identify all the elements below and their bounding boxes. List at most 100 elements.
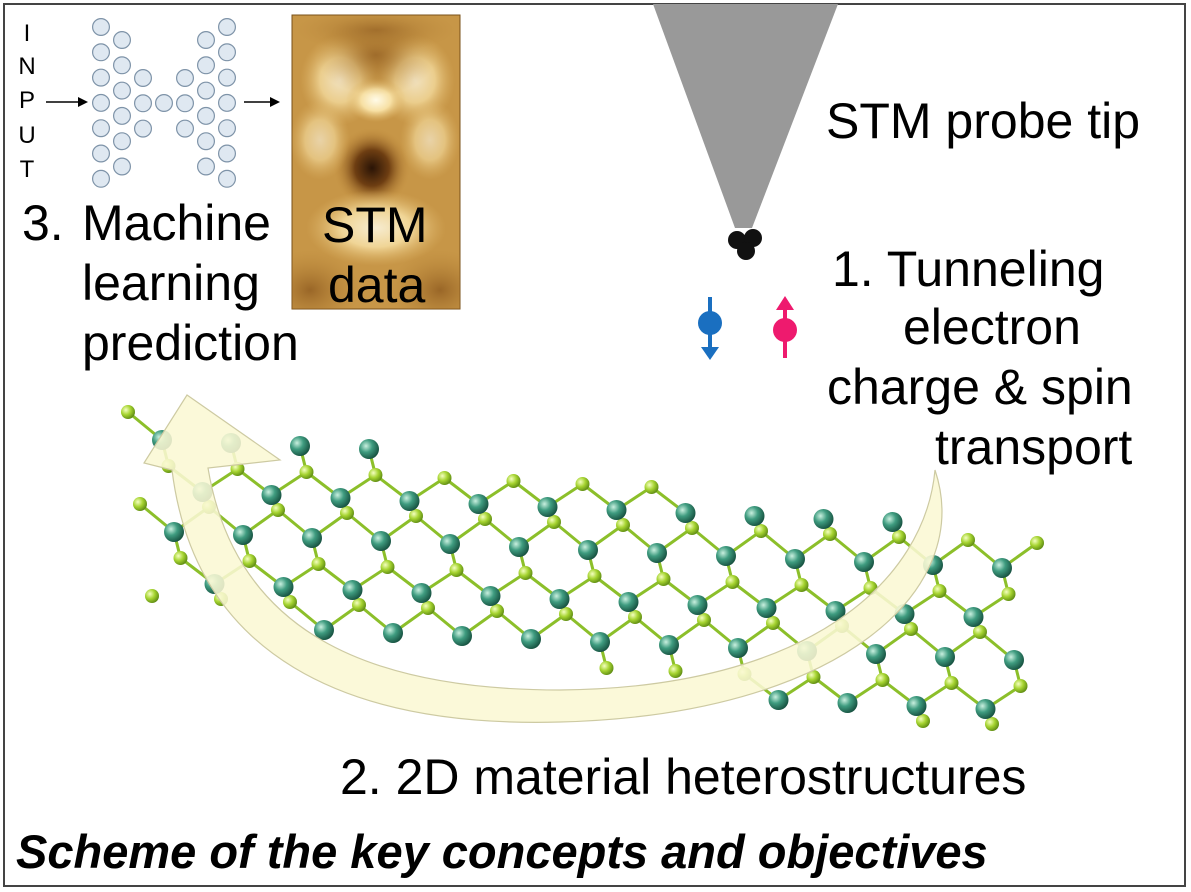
- heavy-atom: [578, 540, 598, 560]
- neuron-node: [176, 94, 195, 113]
- heavy-atom: [854, 552, 874, 572]
- heavy-atom: [813, 509, 834, 529]
- heavy-atom: [371, 531, 391, 551]
- heavy-atom: [659, 635, 679, 655]
- tunneling-label-line2: electron: [903, 299, 1081, 355]
- light-atom: [340, 506, 354, 520]
- input-label-letter: T: [19, 156, 35, 183]
- neuron-node: [176, 119, 195, 138]
- output-arrow-icon: [244, 97, 280, 107]
- ml-number: 3.: [22, 195, 64, 251]
- light-atom: [299, 465, 314, 479]
- light-atom: [547, 515, 561, 529]
- light-atom: [506, 474, 521, 488]
- ml-label-line2: learning: [82, 255, 260, 311]
- heavy-atom: [233, 525, 253, 545]
- neuron-node: [197, 106, 216, 125]
- light-atom: [754, 524, 768, 538]
- spin-down-electron-icon: [698, 297, 722, 360]
- heavy-atom: [537, 497, 558, 517]
- input-label-letter: U: [18, 122, 36, 149]
- light-atom: [587, 569, 602, 583]
- input-label-letter: N: [18, 53, 36, 80]
- heavy-atom: [468, 494, 489, 514]
- heavy-atom: [963, 607, 984, 627]
- heavy-atom: [935, 647, 955, 667]
- neuron-node: [218, 68, 237, 87]
- neuron-node: [112, 31, 131, 49]
- light-atom: [875, 673, 890, 687]
- heavy-atom: [273, 577, 294, 597]
- heavy-atom: [330, 488, 351, 508]
- heavy-atom: [164, 522, 184, 542]
- light-atom: [944, 676, 959, 690]
- heavy-atom: [756, 598, 777, 618]
- light-atom: [133, 497, 147, 511]
- ml-label-line1: Machine: [82, 195, 271, 251]
- heavy-atom: [290, 436, 310, 456]
- heavy-atom: [992, 558, 1012, 578]
- heavy-atom: [606, 500, 627, 520]
- light-atom: [271, 503, 285, 517]
- input-label-letter: P: [18, 87, 35, 114]
- heavy-atom: [906, 696, 927, 716]
- heavy-atom: [261, 485, 282, 505]
- neuron-node: [91, 18, 110, 36]
- neuron-node: [91, 169, 110, 188]
- heavy-atom: [383, 623, 403, 643]
- light-atom: [794, 578, 809, 592]
- light-atom: [145, 589, 159, 603]
- figure-border: [3, 3, 1186, 887]
- heavy-atom: [509, 537, 529, 557]
- neuron-node: [197, 31, 216, 49]
- neural-network-icon: [91, 18, 237, 188]
- neuron-node: [197, 56, 216, 75]
- light-atom: [932, 584, 947, 598]
- stm-probe-tip: [653, 4, 838, 260]
- neuron-node: [112, 56, 131, 75]
- light-atom: [1013, 679, 1028, 693]
- light-atom: [518, 566, 533, 580]
- heavy-atom: [882, 512, 903, 532]
- neuron-node: [218, 144, 237, 163]
- neuron-node: [218, 18, 237, 36]
- light-atom: [599, 661, 614, 675]
- light-atom: [449, 563, 464, 577]
- heavy-atom: [399, 491, 420, 511]
- heavy-atom: [314, 620, 334, 640]
- neuron-node: [134, 94, 153, 113]
- heavy-atom: [825, 601, 846, 621]
- heavy-atom: [342, 580, 363, 600]
- light-atom: [806, 670, 821, 684]
- heavy-atom: [549, 589, 570, 609]
- light-atom: [973, 625, 987, 639]
- light-atom: [766, 616, 780, 630]
- light-atom: [380, 560, 395, 574]
- neuron-node: [134, 68, 153, 87]
- light-atom: [961, 533, 975, 547]
- stm-data-label-line1: STM: [322, 197, 428, 253]
- stm-data-image: [291, 14, 461, 310]
- heavy-atom: [647, 543, 667, 563]
- light-atom: [490, 604, 504, 618]
- light-atom: [121, 405, 135, 419]
- heavy-atom: [728, 638, 748, 658]
- ml-label-line3: prediction: [82, 315, 299, 371]
- neuron-node: [134, 119, 153, 138]
- neuron-node: [218, 169, 237, 188]
- heavy-atom: [1004, 650, 1024, 670]
- probe-tip-label: STM probe tip: [826, 93, 1141, 149]
- light-atom: [685, 521, 699, 535]
- light-atom: [725, 575, 740, 589]
- light-atom: [985, 717, 999, 731]
- light-atom: [173, 551, 188, 565]
- feedback-arrow: [143, 394, 943, 723]
- light-atom: [656, 572, 671, 586]
- figure-caption: Scheme of the key concepts and objective…: [16, 825, 988, 878]
- heavy-atom: [440, 534, 460, 554]
- tunneling-label-line4: transport: [935, 419, 1133, 475]
- light-atom: [628, 610, 642, 624]
- heavy-atom: [521, 629, 541, 649]
- light-atom: [311, 557, 326, 571]
